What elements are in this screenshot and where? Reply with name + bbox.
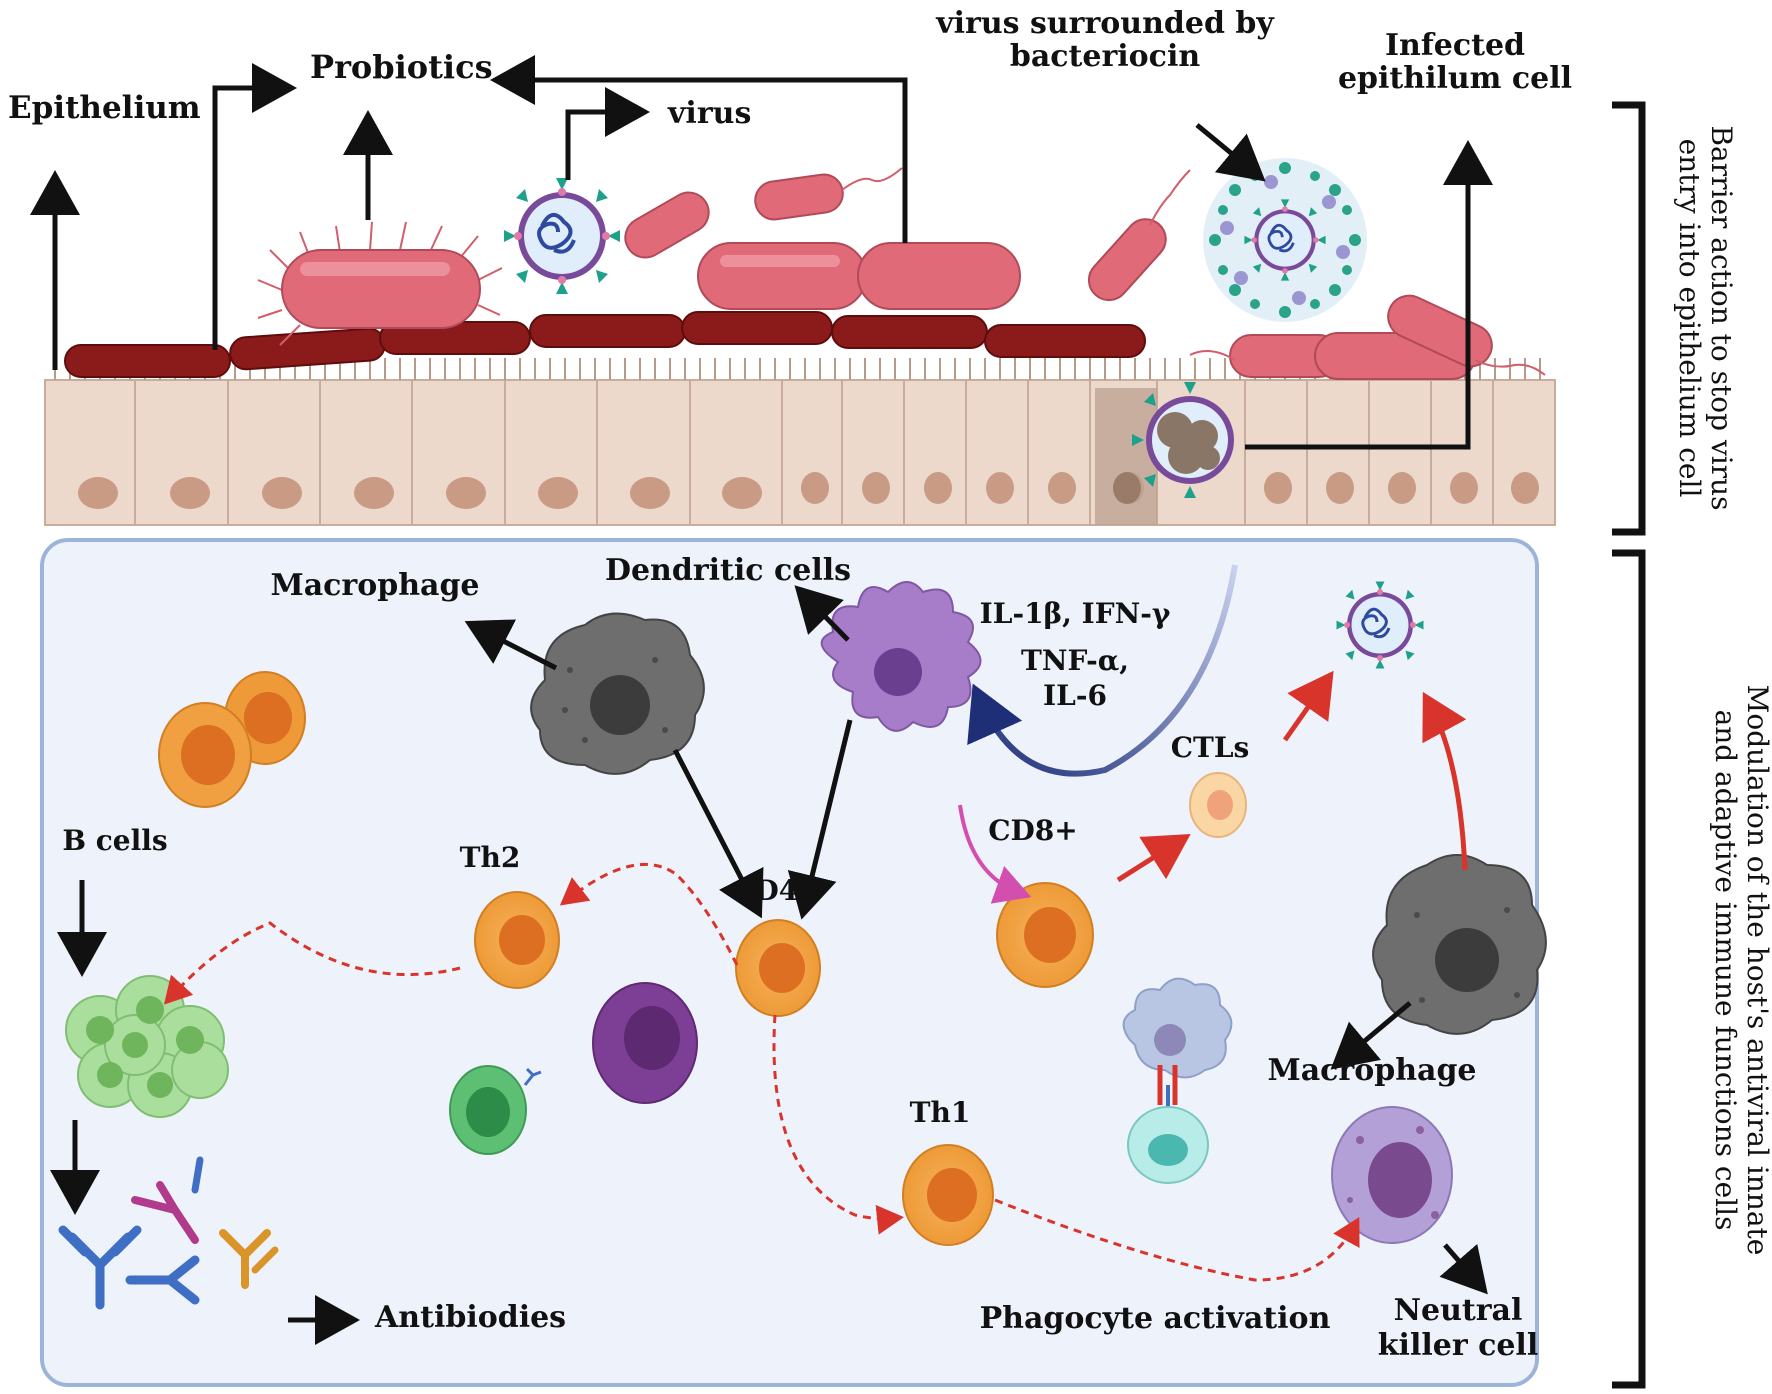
label-virus: virus bbox=[667, 96, 751, 131]
nk-cell-icon bbox=[1331, 1106, 1453, 1244]
label-th1: Th1 bbox=[910, 1096, 971, 1129]
label-virus-bacteriocin-2: bacteriocin bbox=[1010, 39, 1201, 74]
label-antibodies: Antibiodies bbox=[374, 1300, 566, 1335]
label-cd8: CD8+ bbox=[988, 814, 1078, 847]
label-phagocyte: Phagocyte activation bbox=[980, 1301, 1331, 1336]
t-cell-icon bbox=[735, 919, 821, 1017]
label-cytokines-1: IL-1β, IFN-γ bbox=[980, 597, 1171, 630]
label-cd4: CD4+ bbox=[732, 874, 822, 907]
virus-icon bbox=[1335, 580, 1425, 670]
dendritic-cell-icon bbox=[820, 581, 982, 732]
side-label-top-1: Barrier action to stop virus bbox=[1705, 125, 1738, 510]
virus-icon bbox=[502, 176, 622, 296]
immune-arrows bbox=[50, 585, 1488, 1345]
virus-bacteriocin-icon bbox=[1203, 158, 1367, 322]
side-label-top-2: entry into epithelium cell bbox=[1673, 139, 1706, 498]
label-dendritic: Dendritic cells bbox=[605, 553, 851, 588]
virus-icon bbox=[1132, 382, 1234, 498]
ctl-arrows bbox=[1116, 670, 1468, 883]
b-cell-icon bbox=[158, 671, 306, 808]
bracket-bottom bbox=[1612, 549, 1646, 1389]
bracket-top bbox=[1612, 101, 1646, 536]
macrophage-icon bbox=[1372, 854, 1547, 1035]
t-cell-icon bbox=[902, 1144, 994, 1246]
top-arrows bbox=[29, 55, 1493, 450]
dashed-arrows bbox=[163, 862, 1360, 1282]
label-macrophage-top: Macrophage bbox=[270, 568, 479, 603]
side-label-bottom-2: and adaptive immune functions cells bbox=[1709, 710, 1742, 1231]
side-label-bottom-1: Modulation of the host's antiviral innat… bbox=[1741, 685, 1772, 1256]
monocyte-icon bbox=[592, 982, 698, 1104]
mucus-layer bbox=[64, 311, 1146, 378]
label-probiotics: Probiotics bbox=[310, 48, 493, 86]
antibody-icon bbox=[58, 1156, 279, 1310]
t-cell-icon bbox=[996, 882, 1094, 988]
bacteria-icon bbox=[257, 221, 503, 346]
ctl-cell-icon bbox=[1189, 772, 1247, 838]
label-th2: Th2 bbox=[460, 841, 521, 874]
label-nk-1: Neutral bbox=[1394, 1293, 1523, 1328]
epithelium-layer bbox=[44, 358, 1556, 526]
plasma-cell-cluster-icon bbox=[65, 975, 229, 1118]
cytokine-arrow bbox=[967, 564, 1238, 777]
label-ctls: CTLs bbox=[1171, 731, 1250, 764]
label-nk-2: killer cell bbox=[1378, 1328, 1538, 1363]
b-cell-icon bbox=[449, 1065, 542, 1155]
antigen-presentation-icon bbox=[1122, 977, 1233, 1184]
label-virus-bacteriocin-1: virus surrounded by bbox=[935, 6, 1275, 41]
label-cytokines-3: IL-6 bbox=[1043, 679, 1107, 712]
macrophage-icon bbox=[530, 612, 705, 775]
pink-arrow bbox=[958, 804, 1032, 904]
bacteria-icon bbox=[697, 242, 1021, 310]
bacteria-icon bbox=[624, 167, 1546, 380]
t-cell-icon bbox=[474, 891, 560, 989]
label-infected-1: Infected bbox=[1385, 28, 1525, 63]
label-macrophage-right: Macrophage bbox=[1267, 1053, 1476, 1088]
label-epithelium: Epithelium bbox=[8, 90, 201, 126]
label-b-cells: B cells bbox=[62, 824, 167, 857]
label-cytokines-2: TNF-α, bbox=[1021, 644, 1129, 677]
label-infected-2: epithilum cell bbox=[1338, 61, 1572, 96]
